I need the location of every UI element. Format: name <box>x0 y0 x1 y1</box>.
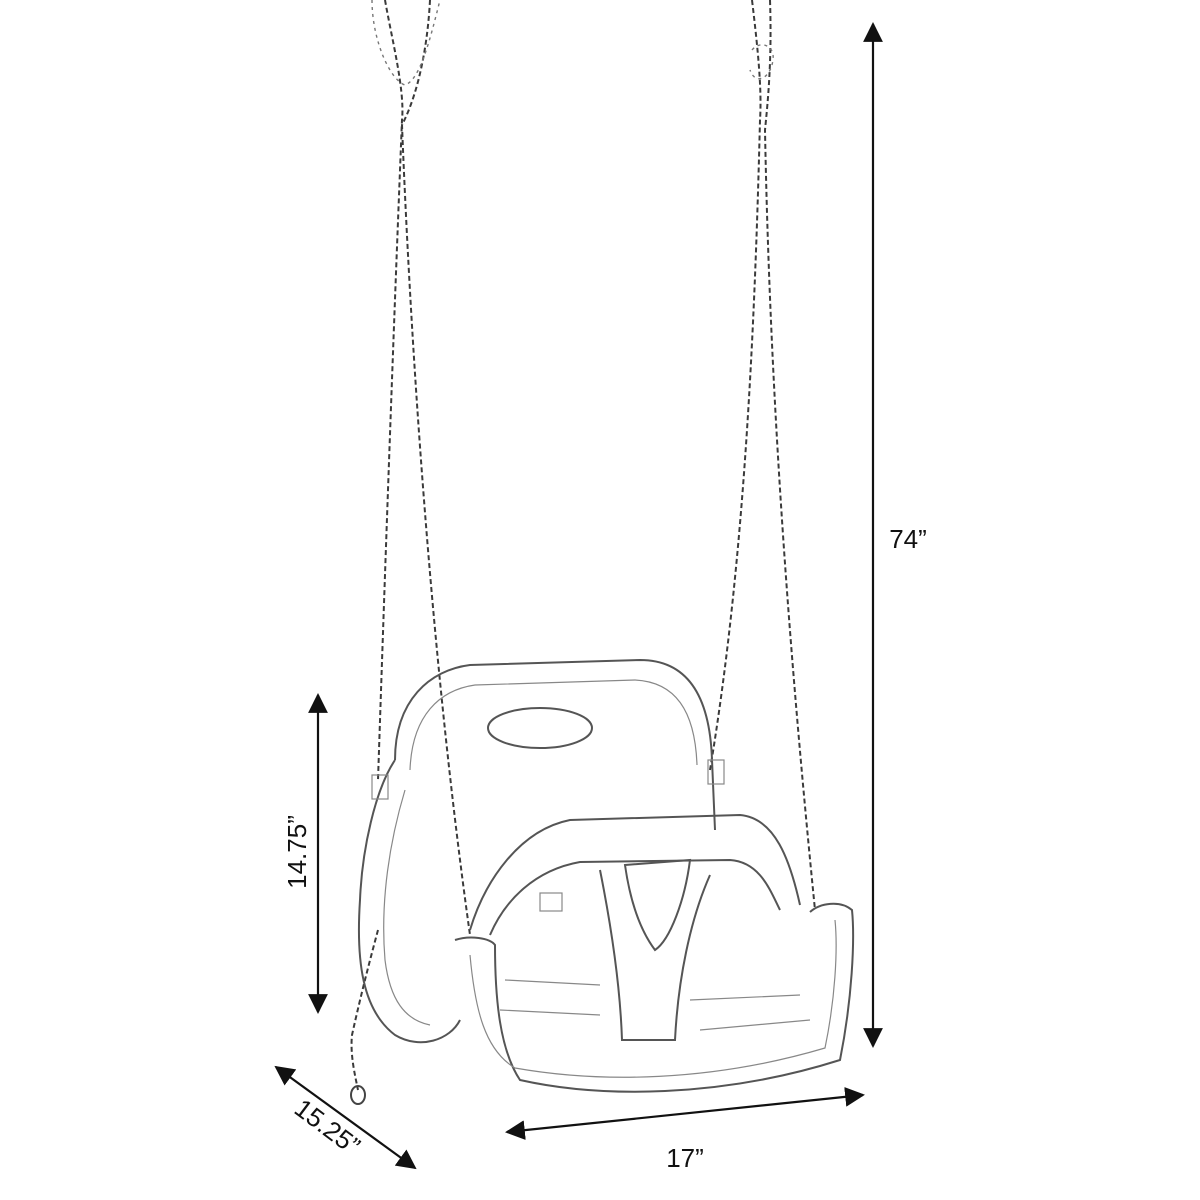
dimension-17-line <box>505 1086 865 1141</box>
seat-front-rim-inner <box>469 919 837 1078</box>
backrest-handle-hole <box>487 707 593 749</box>
seat-front-rim <box>454 902 855 1093</box>
dimension-label-seat-height: 14.75” <box>282 815 312 889</box>
swing-ropes <box>350 0 816 1105</box>
left-rope-loop <box>371 0 441 86</box>
dimension-label-height-total: 74” <box>889 524 927 554</box>
seat-backrest-inner <box>409 679 698 771</box>
seat-front-bar <box>469 813 801 931</box>
left-rope-clip <box>371 774 389 800</box>
seat-crotch-hole <box>623 858 692 952</box>
seat-floor <box>499 979 811 1031</box>
seat-left-side-inner <box>383 789 431 1026</box>
right-rope-clip <box>707 759 725 785</box>
left-rope-front <box>377 0 404 781</box>
swing-seat <box>357 658 855 1093</box>
seat-left-side <box>357 759 461 1044</box>
left-rope-back <box>400 0 471 936</box>
seat-crotch-post <box>599 869 711 1041</box>
dimension-15-25-line <box>274 1065 417 1170</box>
seat-front-bar-lower <box>489 858 781 936</box>
seat-backrest <box>394 658 716 831</box>
right-rope-ring <box>749 44 774 80</box>
right-rope-front <box>709 0 762 771</box>
dimension-label-seat-width: 17” <box>666 1143 704 1173</box>
seat-buckle <box>539 892 563 912</box>
right-rope-back <box>763 0 816 911</box>
